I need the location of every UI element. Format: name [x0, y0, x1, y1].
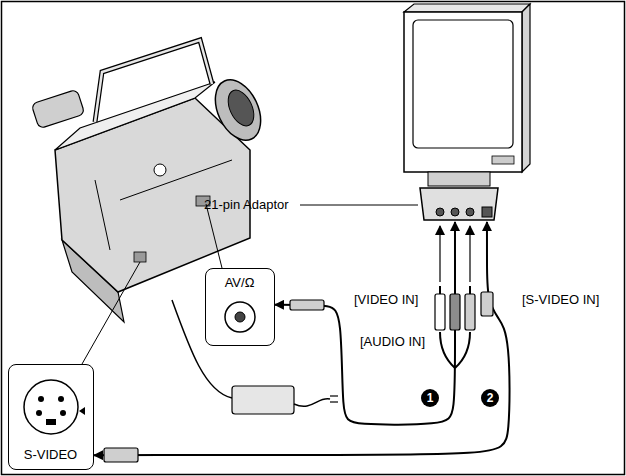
- camcorder-body: [55, 98, 250, 292]
- lens-hood: [206, 73, 269, 148]
- jack-socket: [225, 302, 255, 332]
- callout-leader: [82, 262, 140, 364]
- s-video-plug: [104, 448, 138, 462]
- socket-pin: [58, 396, 64, 402]
- av-jack-callout-outline: [206, 269, 274, 345]
- tv-side: [522, 4, 530, 172]
- plug-prong: [330, 401, 338, 402]
- leader-line: [300, 205, 418, 206]
- rca-pin: [469, 286, 471, 294]
- ac-adaptor: [172, 300, 338, 414]
- adaptor-connector: 21-pin Adaptor: [418, 186, 500, 222]
- rca-socket: [466, 208, 474, 216]
- lens-glass: [223, 86, 259, 130]
- callout-number: 2: [481, 389, 499, 407]
- body-seam: [120, 160, 232, 200]
- tv-top: [404, 4, 530, 12]
- tv-front: [404, 12, 522, 172]
- adaptor-connector-outline: [418, 186, 500, 222]
- s-video-plug: [481, 292, 493, 316]
- tv-controls: [492, 156, 514, 164]
- jack-hole: [235, 312, 245, 322]
- s-video-socket: [24, 380, 78, 434]
- av-cable: [275, 222, 455, 425]
- plug-prong: [330, 395, 338, 396]
- socket-pin: [38, 396, 44, 402]
- callout-number: 1: [421, 389, 439, 407]
- rca-cord: [455, 332, 470, 368]
- rca-socket: [451, 208, 459, 216]
- av-port: [196, 196, 210, 206]
- socket-pin: [36, 410, 42, 416]
- s-video-jack-callout: S-VIDEO: [8, 364, 94, 470]
- adaptor-body: [232, 386, 294, 414]
- adaptor-body: [420, 188, 498, 220]
- s-video-port: [134, 252, 146, 262]
- callout-leader: [206, 204, 222, 268]
- insert-arrow: [469, 226, 470, 282]
- tv-screen: [413, 20, 513, 148]
- signal-label: [AUDIO IN]: [360, 334, 425, 350]
- insert-arrow: [439, 226, 440, 282]
- rca-plug: [465, 294, 475, 330]
- rca-socket: [436, 208, 444, 216]
- dc-cord: [172, 300, 232, 398]
- s-video-socket: [482, 207, 492, 217]
- rca-plug: [435, 294, 445, 330]
- adaptor-label: 21-pin Adaptor: [204, 197, 289, 213]
- socket-key: [46, 419, 56, 425]
- camcorder-button: [154, 164, 166, 176]
- viewfinder: [31, 89, 85, 129]
- camcorder-handle: [95, 40, 212, 122]
- camcorder: [31, 40, 269, 322]
- mains-cord: [294, 399, 330, 407]
- signal-label: [VIDEO IN]: [354, 292, 418, 308]
- grip-strap: [62, 240, 124, 322]
- jack-label: AV/Ω: [206, 275, 273, 291]
- av-jack-callout: AV/Ω: [205, 268, 275, 346]
- socket-pin: [60, 410, 66, 416]
- rca-plug: [450, 294, 460, 330]
- signal-label: [S-VIDEO IN]: [522, 292, 599, 308]
- jack-label: S-VIDEO: [9, 447, 92, 463]
- television: [404, 4, 530, 186]
- rca-pin: [439, 286, 441, 294]
- s-video-cable: [94, 222, 510, 455]
- camcorder-handle-inner: [95, 40, 212, 122]
- s-video-cable: [94, 222, 510, 455]
- rca-cord: [440, 332, 455, 368]
- alignment-mark: [79, 407, 85, 415]
- body-seam: [95, 180, 110, 250]
- mini-plug: [290, 300, 324, 310]
- scart-neck: [428, 172, 490, 186]
- av-cable: [275, 222, 455, 425]
- camcorder-top: [55, 82, 215, 150]
- s-video-jack-callout-outline: [9, 365, 93, 469]
